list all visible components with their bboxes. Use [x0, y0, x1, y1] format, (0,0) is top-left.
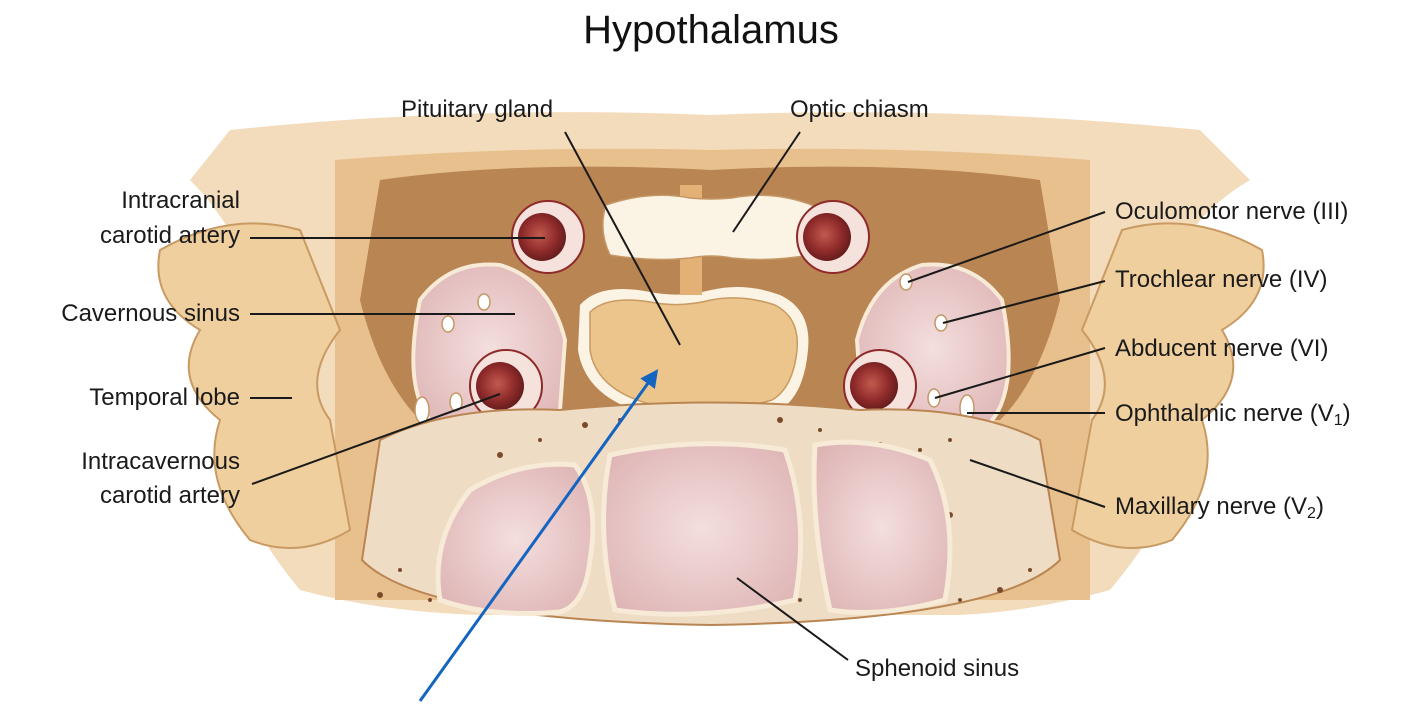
label-abducent-nerve: Abducent nerve (VI) — [1115, 335, 1328, 363]
label-sphenoid-sinus: Sphenoid sinus — [855, 655, 1019, 683]
label-cavernous-sinus: Cavernous sinus — [61, 300, 240, 328]
label-intracranial-carotid-line2: carotid artery — [100, 222, 240, 250]
optic-chiasm-shape — [603, 195, 817, 259]
diagram-title: Hypothalamus — [0, 8, 1422, 53]
label-intracavernous-carotid-line1: Intracavernous — [81, 448, 240, 476]
sphenoid-sinus-chambers — [438, 442, 950, 614]
label-temporal-lobe: Temporal lobe — [89, 384, 240, 412]
label-intracranial-carotid-line1: Intracranial — [121, 187, 240, 215]
label-maxillary-nerve: Maxillary nerve (V2) — [1115, 493, 1324, 521]
label-trochlear-nerve: Trochlear nerve (IV) — [1115, 266, 1328, 294]
label-pituitary-gland: Pituitary gland — [401, 96, 553, 124]
label-optic-chiasm: Optic chiasm — [790, 96, 929, 124]
label-intracavernous-carotid-line2: carotid artery — [100, 482, 240, 510]
label-ophthalmic-nerve: Ophthalmic nerve (V1) — [1115, 400, 1351, 428]
label-oculomotor-nerve: Oculomotor nerve (III) — [1115, 198, 1348, 226]
